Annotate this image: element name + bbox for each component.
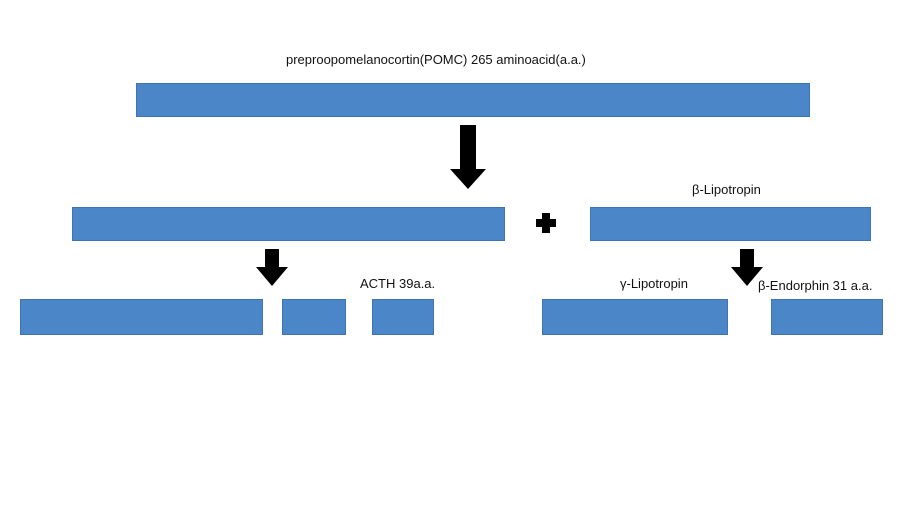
beta-endorphin-bar xyxy=(771,299,883,335)
acth-label: ACTH 39a.a. xyxy=(360,276,436,291)
gamma-lipotropin-bar xyxy=(542,299,728,335)
pomc-bar xyxy=(136,83,810,117)
down-arrow-icon xyxy=(450,125,486,189)
beta-lipotropin-label: β-Lipotropin xyxy=(692,182,761,197)
fragment-1-bar xyxy=(20,299,263,335)
n-terminal-fragment-bar xyxy=(72,207,505,241)
down-arrow-left-icon xyxy=(256,249,288,286)
plus-icon xyxy=(536,213,556,233)
beta-lipotropin-bar xyxy=(590,207,871,241)
fragment-2-bar xyxy=(282,299,346,335)
down-arrow-right-icon xyxy=(731,249,763,286)
pomc-label: preproopomelanocortin(POMC) 265 aminoaci… xyxy=(286,52,586,67)
acth-bar xyxy=(372,299,434,335)
beta-endorphin-label: β-Endorphin 31 a.a. xyxy=(758,278,873,293)
gamma-lipotropin-label: γ-Lipotropin xyxy=(620,276,688,291)
